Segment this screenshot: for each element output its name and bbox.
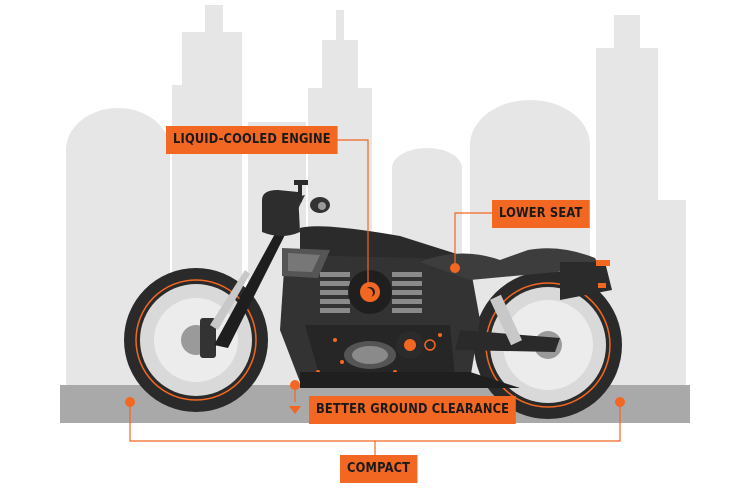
compact-right-marker [615, 397, 625, 407]
label-lower-seat: LOWER SEAT [492, 200, 590, 228]
clearance-marker [290, 380, 300, 390]
label-better-ground-clearance: BETTER GROUND CLEARANCE [309, 396, 517, 424]
label-liquid-cooled-engine: LIQUID-COOLED ENGINE [166, 126, 338, 154]
label-compact: COMPACT [340, 455, 418, 483]
seat-marker [450, 263, 460, 273]
callout-markers [125, 263, 625, 414]
engine-marker [363, 288, 373, 298]
motorcycle [124, 180, 622, 419]
compact-left-marker [125, 397, 135, 407]
callout-lines [129, 139, 621, 455]
clearance-arrow [289, 406, 301, 414]
